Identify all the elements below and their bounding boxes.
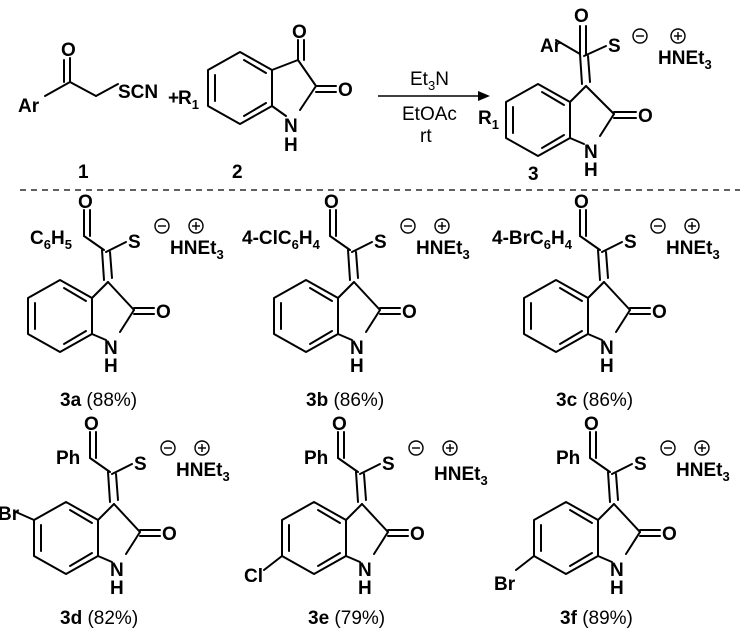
example-sulfur: S: [634, 454, 647, 475]
example-hydrogen: H: [600, 356, 614, 377]
product-ar-label: Ar: [540, 36, 562, 57]
example-cation: HNEt3: [666, 238, 720, 262]
example-oxygen-side: O: [410, 524, 425, 545]
example-hydrogen: H: [110, 578, 124, 599]
reagent1-scn: SCN: [118, 82, 158, 103]
example-halogen: Cl: [244, 566, 263, 587]
reagent2-oxygen-side: O: [338, 80, 353, 101]
example-sulfur: S: [134, 454, 147, 475]
reagent-2: O O N H R1 2: [178, 22, 353, 183]
example-hydrogen: H: [358, 578, 372, 599]
example-3f: Br O S HNEt3 O N H Ph 3f (89%): [494, 414, 730, 629]
example-oxygen-side: O: [156, 302, 171, 323]
example-cation: HNEt3: [434, 464, 488, 488]
example-hydrogen: H: [350, 356, 364, 377]
example-cation: HNEt3: [176, 460, 230, 484]
condition-solvent: EtOAc: [402, 104, 457, 125]
example-nitrogen: N: [110, 560, 124, 581]
example-oxygen-side: O: [652, 302, 667, 323]
example-3e: Cl O S HNEt3 O N H Ph 3e (79%): [244, 414, 488, 629]
example-aryl: 4-BrC6H4: [492, 228, 573, 252]
reagent1-oxygen: O: [61, 40, 76, 61]
example-3a: O S HNEt3 O N H C6H5 3a (88%): [27, 192, 224, 411]
example-oxygen: O: [324, 192, 339, 213]
example-nitrogen: N: [358, 560, 372, 581]
example-3b: O S HNEt3 O N H 4-ClC6H4 3b (86%): [242, 192, 470, 411]
example-halogen: Br: [0, 504, 20, 525]
condition-temperature: rt: [420, 126, 432, 147]
example-halogen: Br: [494, 574, 516, 595]
example-oxygen-side: O: [162, 524, 177, 545]
example-caption: 3a (88%): [60, 390, 137, 411]
example-nitrogen: N: [104, 338, 118, 359]
reagent2-r1: R1: [178, 88, 199, 112]
example-sulfur: S: [624, 232, 637, 253]
product-nitrogen: N: [584, 142, 598, 163]
example-aryl: 4-ClC6H4: [242, 228, 321, 252]
example-oxygen-side: O: [662, 524, 677, 545]
example-nitrogen: N: [350, 338, 364, 359]
reagent2-nitrogen: N: [284, 116, 298, 137]
example-nitrogen: N: [600, 338, 614, 359]
reaction-arrow: Et3N EtOAc rt: [378, 69, 490, 147]
plus-sign: +: [168, 88, 179, 109]
reagent2-hydrogen: H: [284, 135, 298, 156]
example-caption: 3e (79%): [308, 608, 385, 629]
reagent1-ar-label: Ar: [18, 96, 40, 117]
reagent2-number: 2: [232, 162, 243, 183]
example-3d: Br O S HNEt3 O N H Ph 3d (82%): [0, 414, 230, 629]
product-number: 3: [528, 164, 539, 185]
product-hydrogen: H: [584, 160, 598, 181]
example-cation: HNEt3: [416, 238, 470, 262]
example-caption: 3f (89%): [560, 608, 633, 629]
example-oxygen: O: [584, 414, 599, 435]
example-cation: HNEt3: [676, 460, 730, 484]
product-cation: HNEt3: [658, 48, 712, 72]
example-caption: 3c (86%): [556, 390, 633, 411]
product-r1: R1: [478, 108, 499, 132]
product-3: Ar O S HNEt3 O N H R1 3: [478, 6, 712, 185]
example-nitrogen: N: [610, 560, 624, 581]
product-oxygen-side: O: [638, 106, 653, 127]
example-caption: 3d (82%): [60, 608, 138, 629]
example-oxygen: O: [574, 192, 589, 213]
example-sulfur: S: [374, 232, 387, 253]
example-hydrogen: H: [104, 356, 118, 377]
example-caption: 3b (86%): [306, 390, 384, 411]
example-cation: HNEt3: [170, 238, 224, 262]
example-oxygen: O: [84, 414, 99, 435]
example-sulfur: S: [382, 454, 395, 475]
product-sulfur: S: [608, 36, 621, 57]
reagent2-oxygen-top: O: [292, 22, 307, 43]
example-sulfur: S: [128, 232, 141, 253]
example-aryl: C6H5: [30, 228, 72, 252]
example-phenyl: Ph: [556, 448, 580, 469]
example-oxygen-side: O: [402, 302, 417, 323]
condition-base: Et3N: [410, 69, 449, 93]
example-3c: O S HNEt3 O N H 4-BrC6H4 3c (86%): [492, 192, 720, 411]
example-oxygen: O: [332, 414, 347, 435]
example-oxygen: O: [78, 192, 93, 213]
example-phenyl: Ph: [304, 448, 328, 469]
example-hydrogen: H: [610, 578, 624, 599]
example-phenyl: Ph: [56, 448, 80, 469]
reagent-1: Ar O SCN 1: [18, 40, 158, 183]
product-oxygen-top: O: [574, 6, 589, 27]
reagent1-number: 1: [78, 162, 89, 183]
